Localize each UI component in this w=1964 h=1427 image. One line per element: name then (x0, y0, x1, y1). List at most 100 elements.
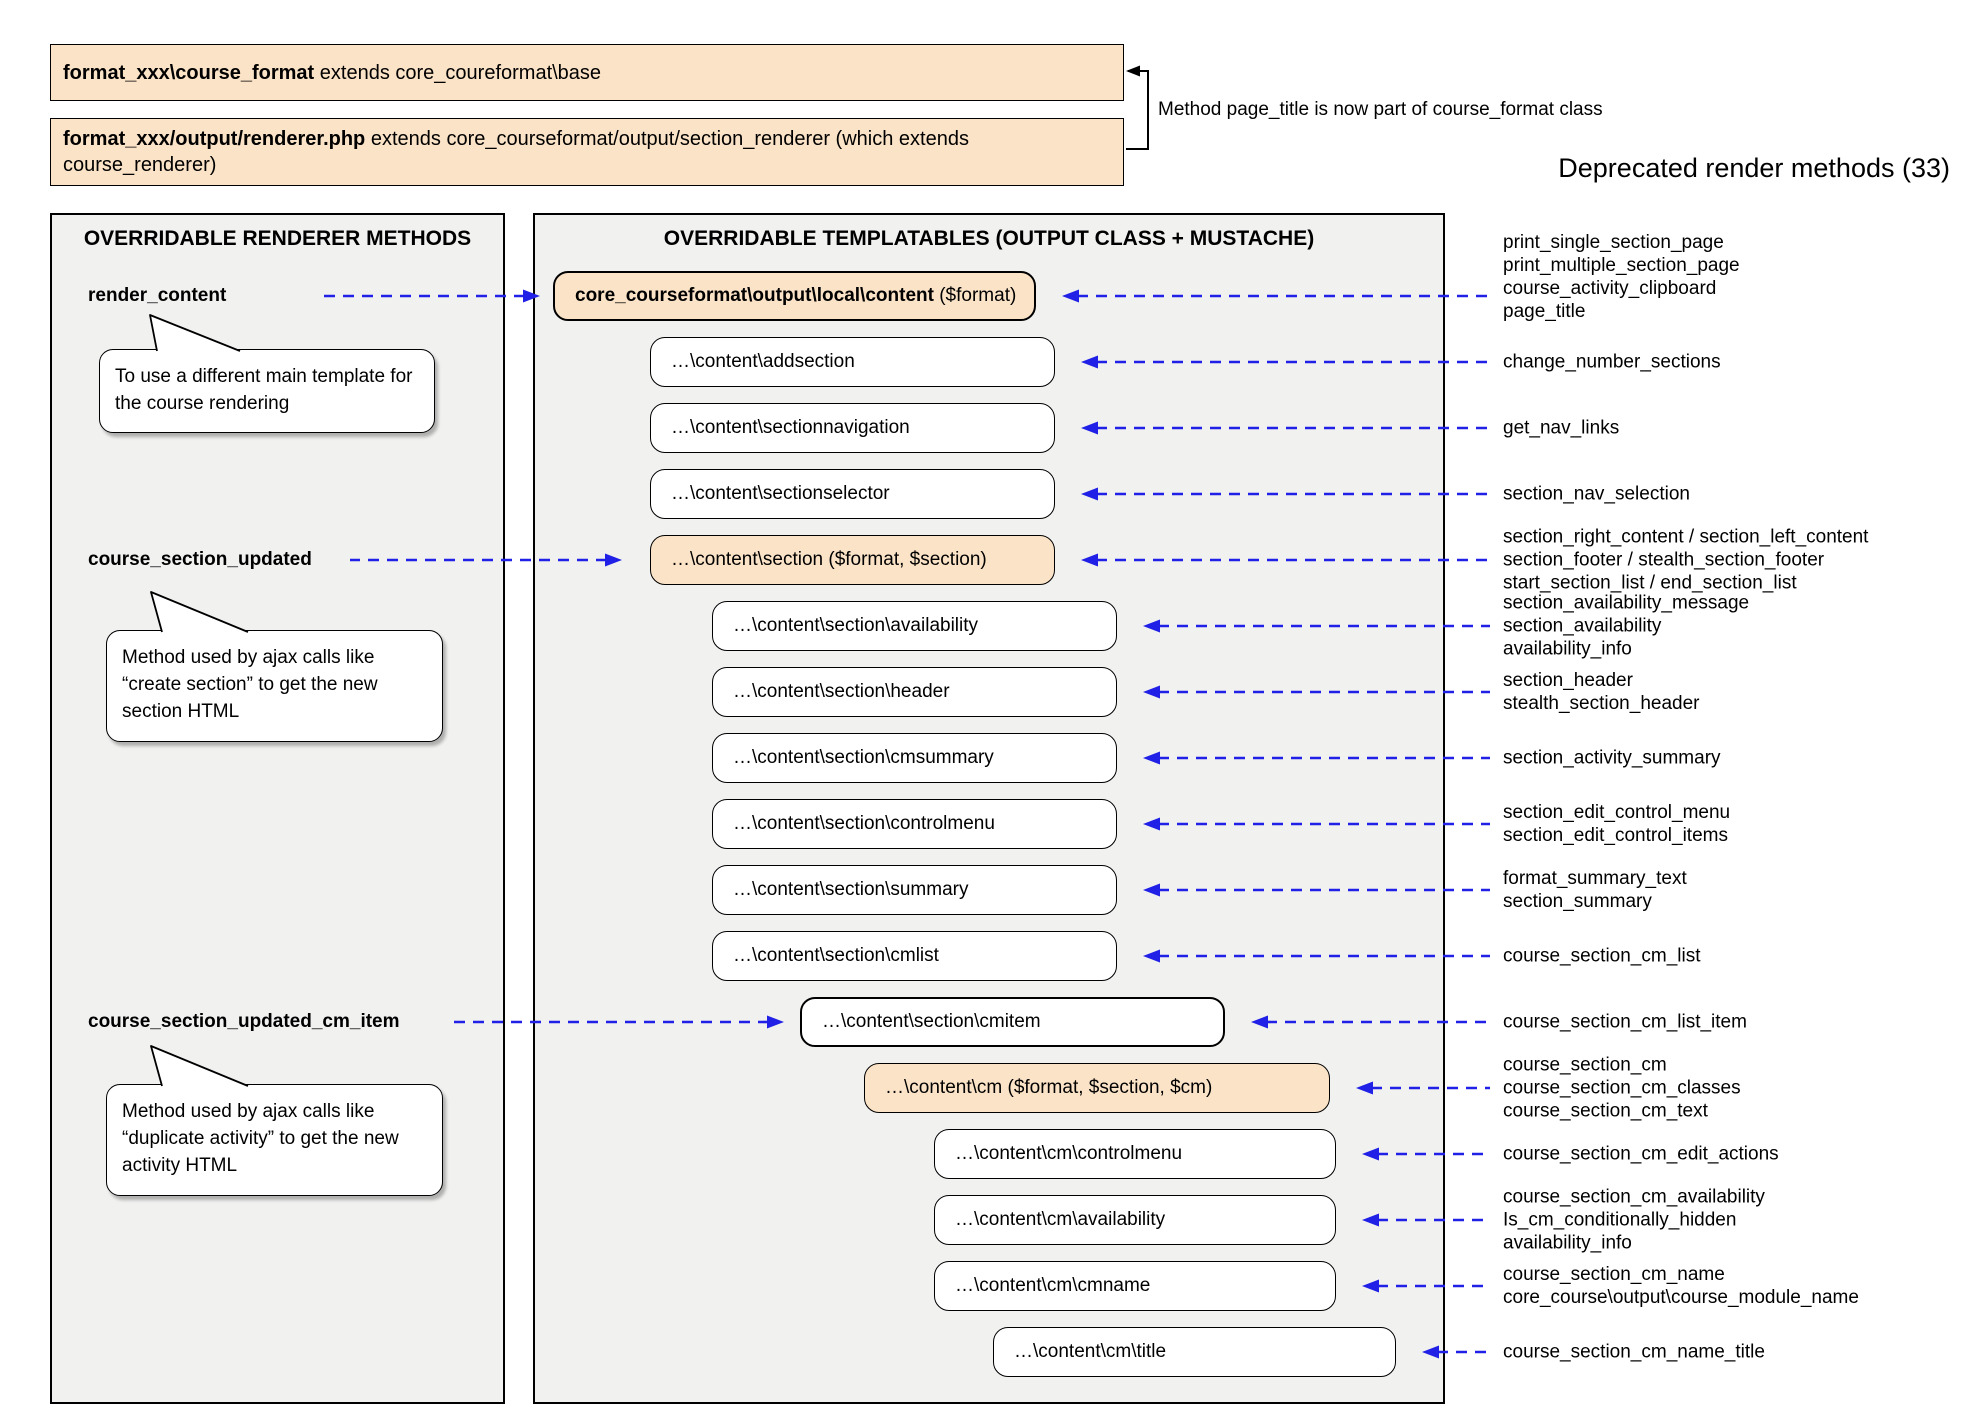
templatable-box-content-classname: core_courseformat\output\local\content (575, 285, 934, 306)
course-format-class-desc: extends core_coureformat\base (314, 62, 602, 84)
deprecated-method-label: course_section_cm (1503, 1054, 1667, 1076)
deprecated-method-label: course_section_cm_list (1503, 945, 1701, 967)
templatable-box-cm-cmname-label: …\content\cm\cmname (955, 1275, 1151, 1296)
deprecated-method-label: course_section_cm_edit_actions (1503, 1143, 1779, 1165)
templatable-box-sectionselector-label: …\content\sectionselector (671, 483, 890, 504)
deprecated-method-label: section_edit_control_menu (1503, 802, 1731, 823)
deprecated-method-label: section_availability (1503, 615, 1662, 637)
templatable-box-section-controlmenu: …\content\section\controlmenu (712, 799, 1117, 849)
deprecated-group-section-cmitem: course_section_cm_list_item (1503, 1011, 1747, 1034)
renderer-method-1: course_section_updated (88, 549, 312, 570)
templatable-box-section-header-label: …\content\section\header (733, 681, 950, 702)
templatable-box-content-args: ($format) (933, 285, 1017, 306)
templatable-box-content: core_courseformat\output\local\content (… (553, 271, 1036, 321)
templatable-box-section-availability-label: …\content\section\availability (733, 615, 979, 636)
deprecated-group-cm-controlmenu: course_section_cm_edit_actions (1503, 1143, 1779, 1166)
deprecated-method-label: section_edit_control_items (1503, 825, 1728, 846)
method-note-bubble-2: Method used by ajax calls like “duplicat… (106, 1084, 443, 1196)
deprecated-group-section-cmsummary: section_activity_summary (1503, 747, 1721, 770)
deprecated-group-cm-title: course_section_cm_name_title (1503, 1341, 1765, 1364)
course-format-class-box: format_xxx\course_format extends core_co… (50, 44, 1124, 101)
deprecated-method-label: section_right_content / section_left_con… (1503, 526, 1869, 548)
templatable-box-section-controlmenu-label: …\content\section\controlmenu (733, 813, 995, 834)
templatable-box-cm-controlmenu: …\content\cm\controlmenu (934, 1129, 1336, 1179)
templatable-box-section-cmitem: …\content\section\cmitem (800, 997, 1225, 1047)
templatable-box-section-cmsummary: …\content\section\cmsummary (712, 733, 1117, 783)
renderer-file-name: format_xxx/output/renderer.php (63, 128, 366, 150)
deprecated-group-sectionselector: section_nav_selection (1503, 483, 1690, 506)
deprecated-method-label: course_section_cm_text (1503, 1100, 1708, 1122)
method-note-bubble-0: To use a different main template for the… (99, 349, 435, 433)
templatable-box-section-label: …\content\section ($format, $section) (671, 549, 987, 570)
renderer-method-2: course_section_updated_cm_item (88, 1011, 400, 1032)
deprecated-method-label: format_summary_text (1503, 868, 1687, 889)
templatable-box-sectionselector: …\content\sectionselector (650, 469, 1055, 519)
templatables-panel-title: OVERRIDABLE TEMPLATABLES (OUTPUT CLASS +… (663, 227, 1315, 250)
templatable-box-cm-title: …\content\cm\title (993, 1327, 1396, 1377)
templatable-box-section-summary: …\content\section\summary (712, 865, 1117, 915)
templatable-box-cm: …\content\cm ($format, $section, $cm) (864, 1063, 1330, 1113)
templatable-box-section-cmitem-label: …\content\section\cmitem (822, 1011, 1041, 1032)
deprecated-group-addsection: change_number_sections (1503, 351, 1721, 374)
deprecated-method-label: get_nav_links (1503, 417, 1620, 439)
deprecated-method-label: page_title (1503, 301, 1586, 322)
bracket-arrowhead-icon (1126, 65, 1140, 77)
deprecated-group-section: section_right_content / section_left_con… (1503, 526, 1868, 595)
templatable-box-section-availability: …\content\section\availability (712, 601, 1117, 651)
method-note-bubble-1: Method used by ajax calls like “create s… (106, 630, 443, 742)
templatable-box-cm-controlmenu-label: …\content\cm\controlmenu (955, 1143, 1183, 1164)
deprecated-method-label: start_section_list / end_section_list (1503, 572, 1797, 594)
bracket-connector (1126, 70, 1149, 150)
renderer-method-0: render_content (88, 285, 227, 306)
templatable-box-section-cmsummary-label: …\content\section\cmsummary (733, 747, 994, 768)
deprecated-group-sectionnavigation: get_nav_links (1503, 417, 1619, 440)
deprecated-method-label: course_section_cm_list_item (1503, 1011, 1747, 1033)
deprecated-method-label: section_activity_summary (1503, 747, 1721, 769)
deprecated-method-label: section_summary (1503, 891, 1652, 912)
templatable-box-addsection: …\content\addsection (650, 337, 1055, 387)
deprecated-method-label: stealth_section_header (1503, 693, 1700, 714)
templatable-box-sectionnavigation-label: …\content\sectionnavigation (671, 417, 910, 438)
deprecated-method-label: course_activity_clipboard (1503, 278, 1717, 299)
templatable-box-section-summary-label: …\content\section\summary (733, 879, 969, 900)
renderer-file-desc: extends core_courseformat/output/section… (63, 128, 969, 176)
deprecated-methods-title: Deprecated render methods (33) (1558, 153, 1950, 183)
deprecated-method-label: section_footer / stealth_section_footer (1503, 549, 1825, 571)
templatable-box-addsection-label: …\content\addsection (671, 351, 855, 372)
templatable-box-cm-title-label: …\content\cm\title (1014, 1341, 1167, 1362)
course-format-class-name: format_xxx\course_format (63, 62, 315, 84)
templatable-box-cm-availability: …\content\cm\availability (934, 1195, 1336, 1245)
deprecated-method-label: course_section_cm_classes (1503, 1077, 1741, 1099)
deprecated-method-label: course_section_cm_name (1503, 1264, 1725, 1285)
templatable-box-section: …\content\section ($format, $section) (650, 535, 1055, 585)
templatable-box-section-cmlist-label: …\content\section\cmlist (733, 945, 939, 966)
deprecated-method-label: section_header (1503, 670, 1633, 691)
deprecated-method-label: Is_cm_conditionally_hidden (1503, 1209, 1737, 1231)
deprecated-method-label: print_multiple_section_page (1503, 255, 1740, 276)
templatable-box-cm-availability-label: …\content\cm\availability (955, 1209, 1166, 1230)
deprecated-method-label: course_section_cm_availability (1503, 1186, 1765, 1208)
deprecated-method-label: section_availability_message (1503, 592, 1750, 614)
renderer-file-box: format_xxx/output/renderer.php extends c… (50, 118, 1124, 186)
renderer-panel-title: OVERRIDABLE RENDERER METHODS (83, 227, 472, 250)
deprecated-method-label: core_course\output\course_module_name (1503, 1287, 1859, 1308)
templatable-box-section-cmlist: …\content\section\cmlist (712, 931, 1117, 981)
deprecated-method-label: section_nav_selection (1503, 483, 1690, 505)
deprecated-method-label: course_section_cm_name_title (1503, 1341, 1765, 1363)
deprecated-group-section-cmlist: course_section_cm_list (1503, 945, 1700, 968)
deprecated-method-label: availability_info (1503, 638, 1632, 660)
deprecated-method-label: availability_info (1503, 1232, 1632, 1254)
templatable-box-cm-label: …\content\cm ($format, $section, $cm) (885, 1077, 1213, 1098)
templatable-box-sectionnavigation: …\content\sectionnavigation (650, 403, 1055, 453)
templatable-box-cm-cmname: …\content\cm\cmname (934, 1261, 1336, 1311)
deprecated-method-label: print_single_section_page (1503, 232, 1724, 253)
